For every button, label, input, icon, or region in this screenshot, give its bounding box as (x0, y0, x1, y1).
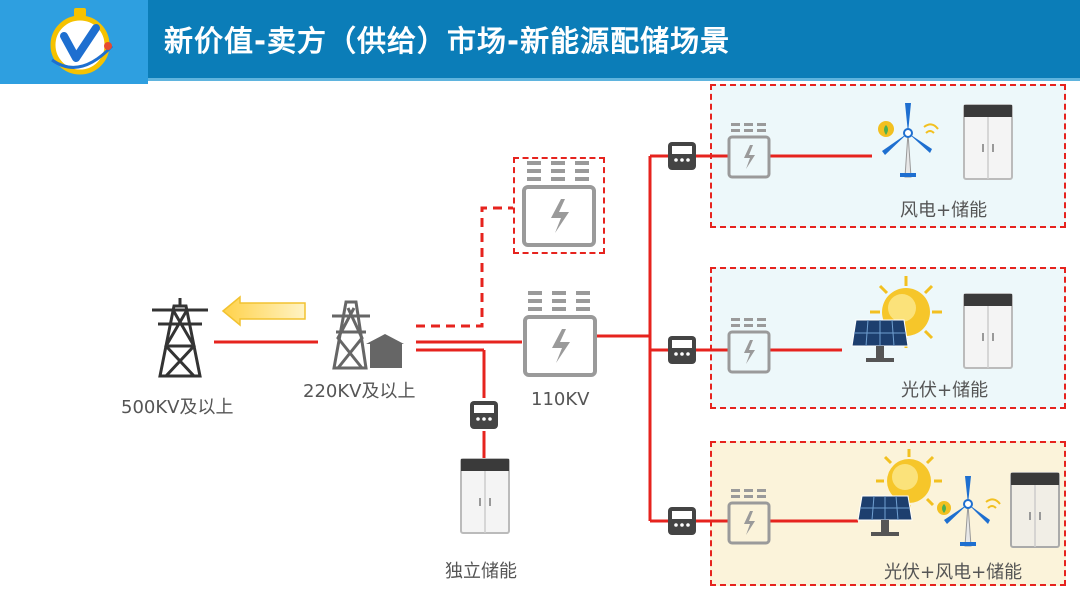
stopwatch-logo-icon (50, 8, 114, 75)
substation-icon (332, 300, 404, 370)
planned-transformer-icon (522, 161, 596, 247)
electric-meter-icon (668, 142, 696, 170)
battery-cabinet-icon (963, 293, 1013, 369)
scene-label-hybrid: 光伏+风电+储能 (884, 562, 1023, 583)
scene-label-solar: 光伏+储能 (901, 380, 989, 401)
node-label-220kv: 220KV及以上 (303, 381, 416, 402)
small-transformer-icon (727, 489, 771, 545)
node-label-500kv: 500KV及以上 (121, 397, 234, 418)
scene-label-wind: 风电+储能 (900, 200, 988, 221)
transformer-icon (523, 291, 597, 377)
electric-meter-icon (668, 507, 696, 535)
solar-panel-icon (857, 495, 913, 536)
small-transformer-icon (727, 318, 771, 374)
small-transformer-icon (727, 123, 771, 179)
solar-panel-icon (851, 319, 909, 362)
battery-cabinet-icon (460, 458, 510, 534)
electric-meter-icon (668, 336, 696, 364)
power-flow-arrow-icon (221, 295, 306, 327)
header-strip (0, 78, 1080, 81)
electric-meter-icon (470, 401, 498, 429)
page-title: 新价值-卖方（供给）市场-新能源配储场景 (164, 24, 731, 58)
node-label-independent-storage: 独立储能 (445, 561, 517, 582)
header-bar (0, 0, 1080, 78)
logo (0, 0, 148, 84)
node-label-110kv: 110KV (531, 389, 590, 410)
wind-turbine-icon (937, 476, 1001, 547)
battery-cabinet-icon (1010, 472, 1060, 548)
battery-cabinet-icon (963, 104, 1013, 180)
sun-icon (876, 449, 942, 513)
transmission-tower-icon (152, 298, 208, 378)
wind-turbine-icon (878, 103, 939, 178)
